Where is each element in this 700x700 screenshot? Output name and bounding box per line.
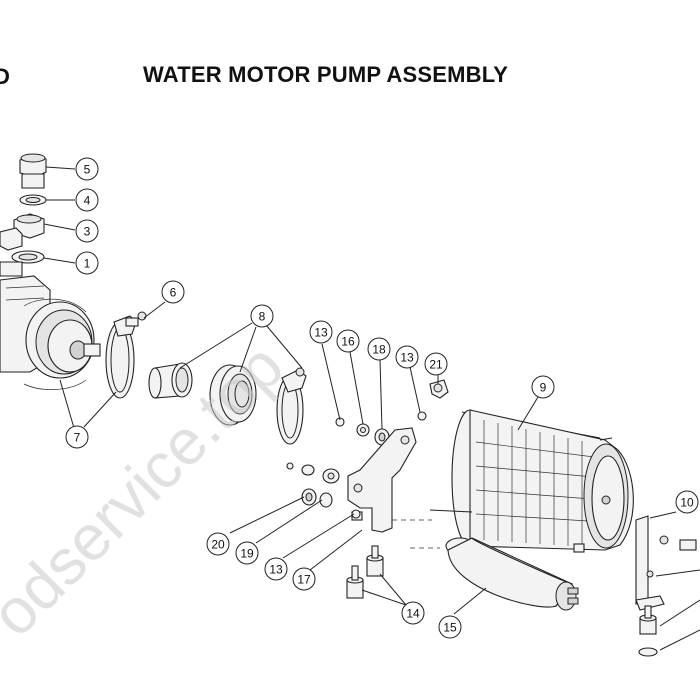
callout-5: 5	[75, 157, 99, 181]
callout-1: 1	[75, 251, 99, 275]
callout-19: 19	[235, 541, 259, 565]
callout-10: 10	[675, 490, 699, 514]
callout-7: 7	[65, 425, 89, 449]
callout-6: 6	[161, 280, 185, 304]
callout-number: 14	[406, 607, 420, 621]
callout-circle	[309, 320, 333, 344]
callout-circle	[206, 532, 230, 556]
callout-circle	[336, 329, 360, 353]
callout-4: 4	[75, 188, 99, 212]
callout-circle	[250, 304, 274, 328]
callout-20: 20	[206, 532, 230, 556]
callout-circle	[367, 337, 391, 361]
callout-circle	[75, 219, 99, 243]
callout-number: 10	[680, 496, 694, 510]
motor	[429, 409, 634, 553]
callout-8: 8	[250, 304, 274, 328]
callout-number: 21	[429, 358, 443, 372]
callout-15: 15	[438, 615, 462, 639]
callout-number: 1	[84, 257, 91, 271]
callout-16: 16	[336, 329, 360, 353]
callout-number: 13	[314, 326, 328, 340]
callout-number: 13	[269, 563, 283, 577]
fitting-stack	[0, 153, 47, 277]
diagram-title: WATER MOTOR PUMP ASSEMBLY	[143, 62, 508, 87]
leader-lines	[43, 166, 700, 651]
callout-circle	[424, 352, 448, 376]
callout-13: 13	[309, 320, 333, 344]
callout-circle	[401, 601, 425, 625]
callout-number: 7	[74, 431, 81, 445]
small-hardware-mid	[286, 462, 361, 519]
callout-21: 21	[424, 352, 448, 376]
callout-17: 17	[292, 567, 316, 591]
callout-13: 13	[395, 345, 419, 369]
callout-number: 4	[84, 194, 91, 208]
clamp-right	[276, 367, 307, 445]
title-fragment: D	[0, 64, 10, 89]
rubber-feet	[346, 545, 384, 599]
callout-circle	[65, 425, 89, 449]
callout-number: 20	[211, 538, 225, 552]
callout-9: 9	[531, 375, 555, 399]
clamp-left	[105, 311, 147, 399]
callout-number: 5	[84, 163, 91, 177]
callout-number: 8	[259, 310, 266, 324]
callout-circle	[531, 375, 555, 399]
callout-number: 18	[372, 343, 386, 357]
callout-circle	[75, 188, 99, 212]
callout-14: 14	[401, 601, 425, 625]
callout-circle	[235, 541, 259, 565]
callout-number: 6	[170, 286, 177, 300]
callout-number: 3	[84, 225, 91, 239]
callout-3: 3	[75, 219, 99, 243]
callout-number: 13	[400, 351, 414, 365]
callout-number: 15	[443, 621, 457, 635]
watermark: odservice.top	[0, 330, 297, 650]
callout-number: 17	[297, 573, 311, 587]
capacitor	[445, 537, 579, 611]
callout-circle	[264, 557, 288, 581]
pump-head	[0, 275, 101, 390]
callout-circle	[75, 157, 99, 181]
callout-circle	[161, 280, 185, 304]
callout-number: 19	[240, 547, 254, 561]
callout-circle	[675, 490, 699, 514]
callout-number: 9	[540, 381, 547, 395]
callout-18: 18	[367, 337, 391, 361]
right-bracket	[635, 515, 697, 657]
callout-number: 16	[341, 335, 355, 349]
sleeve	[148, 362, 193, 399]
callout-circle	[395, 345, 419, 369]
callout-circle	[438, 615, 462, 639]
gasket-ring	[209, 364, 257, 426]
callout-circle	[75, 251, 99, 275]
callout-13: 13	[264, 557, 288, 581]
callout-circle	[292, 567, 316, 591]
